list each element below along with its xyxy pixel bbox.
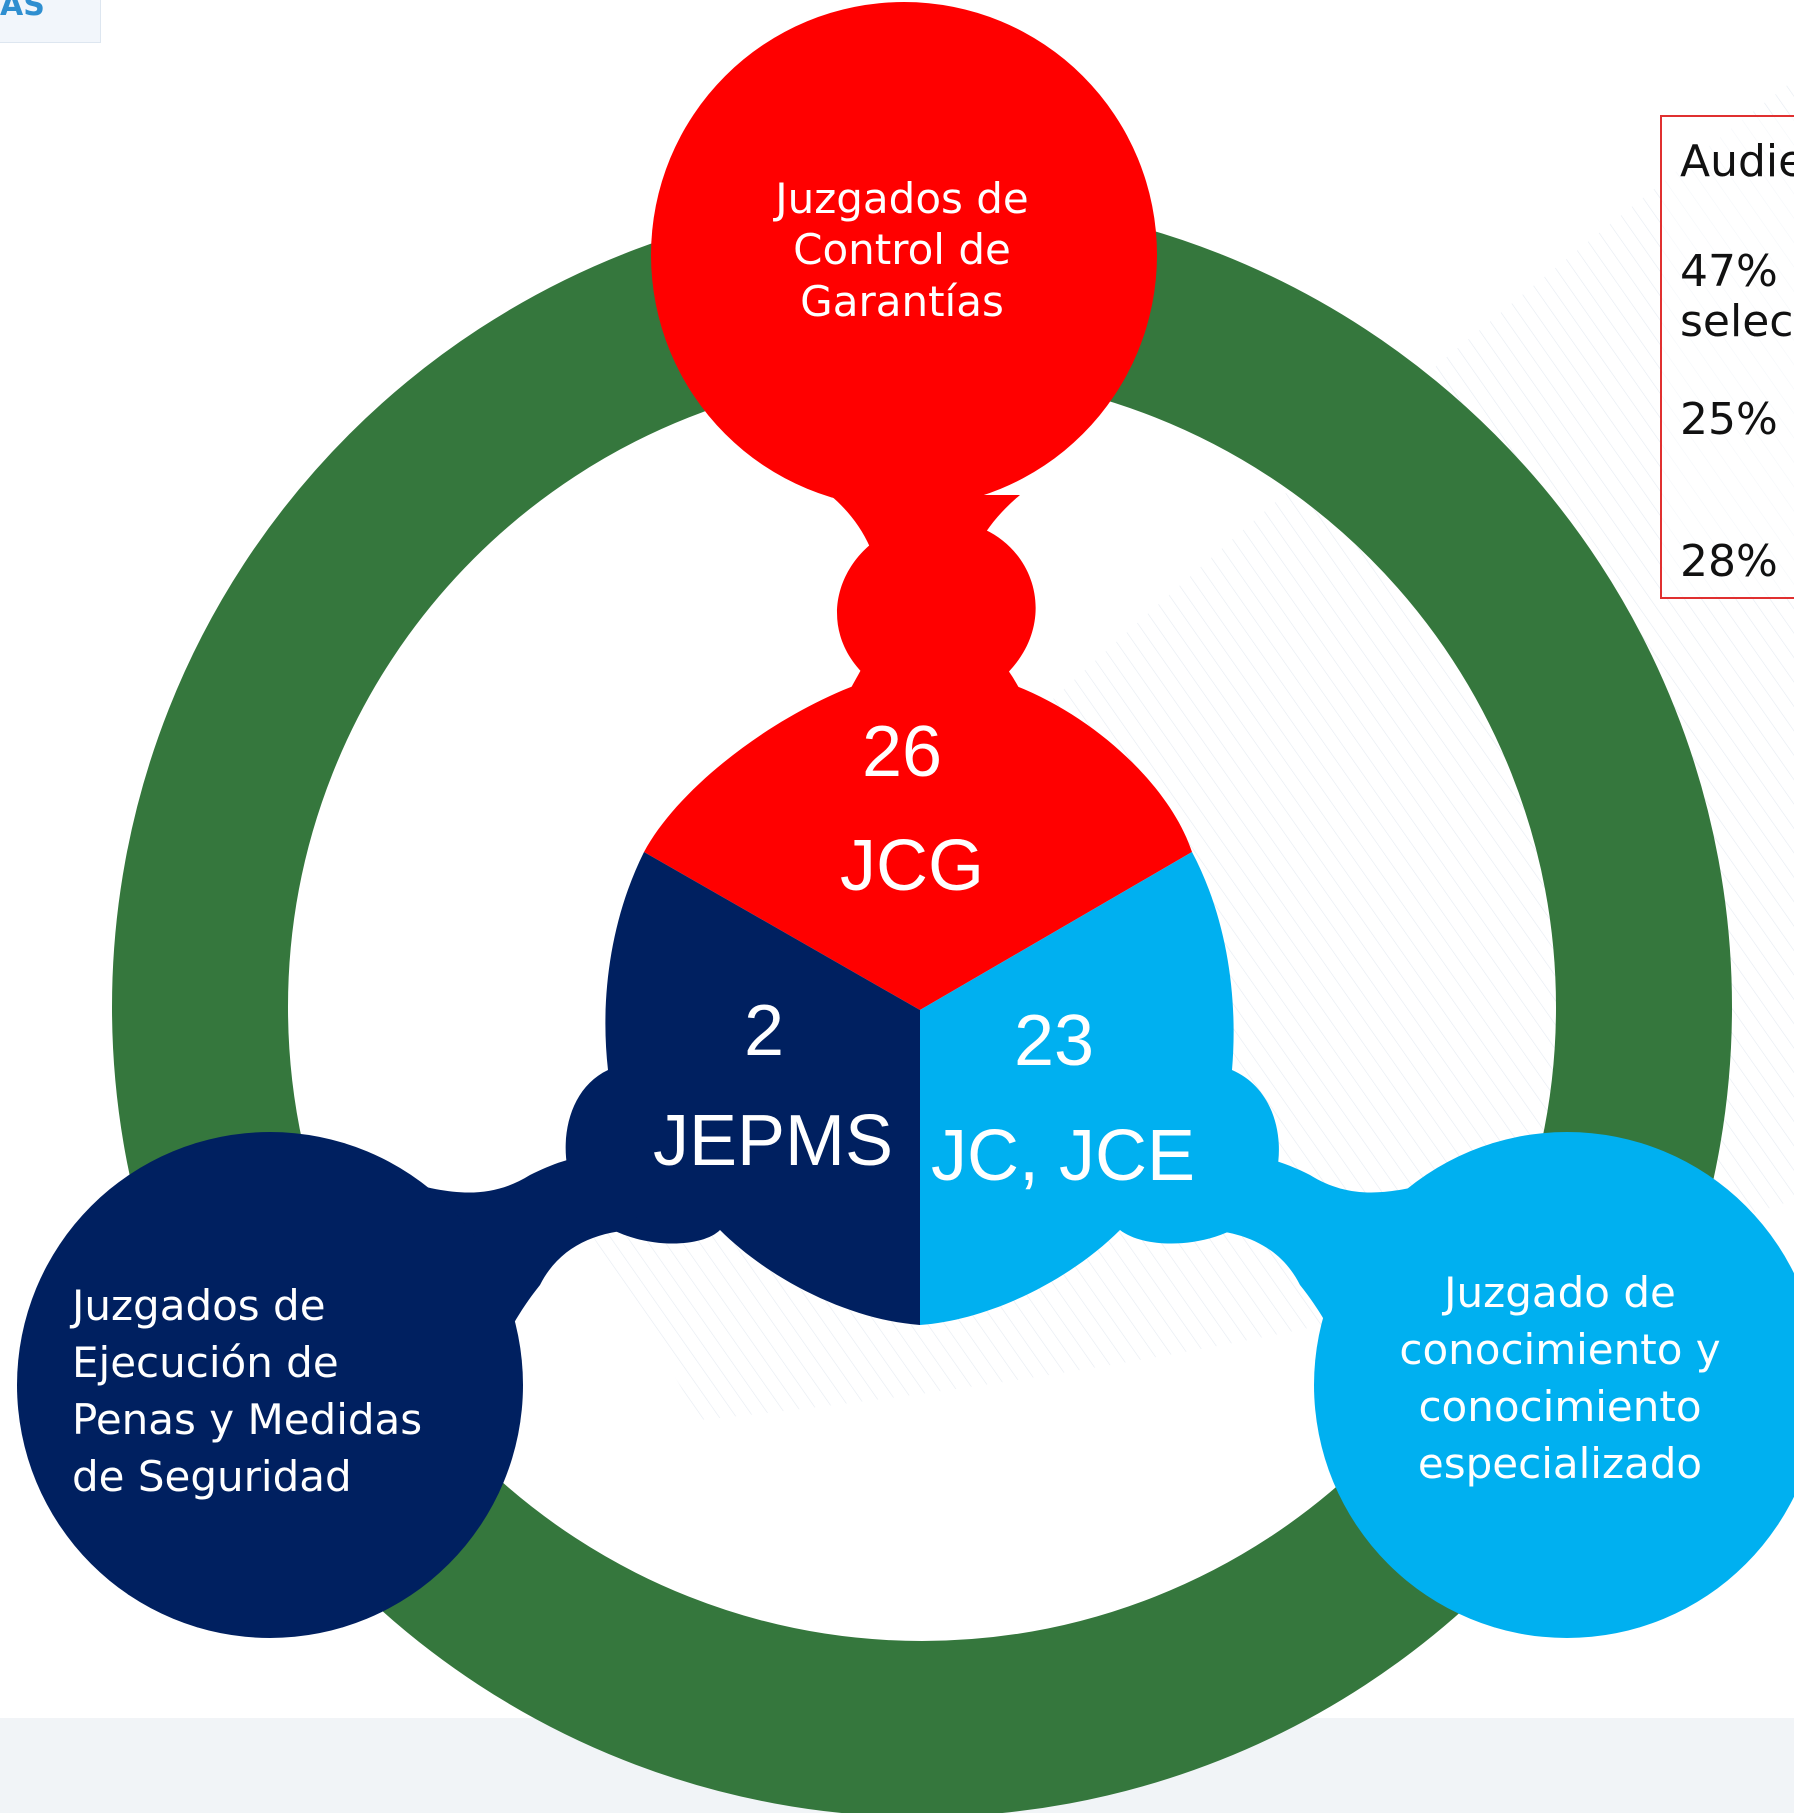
- sector-jcg: [644, 520, 1192, 1010]
- node-jc: [1314, 1132, 1794, 1638]
- jc-abbr: JC, JCE: [931, 1116, 1195, 1196]
- sector-jepms: [565, 852, 920, 1325]
- box-line-4: 25%: [1680, 394, 1778, 445]
- box-line-5: 28%: [1680, 536, 1778, 587]
- jcg-title-line-2: Control de: [793, 225, 1011, 274]
- logo-text: AS: [0, 0, 45, 23]
- jc-count: 23: [1014, 1001, 1094, 1081]
- jc-title-line-3: conocimiento: [1418, 1382, 1701, 1431]
- jepms-title-line-1: Juzgados de: [69, 1281, 326, 1330]
- jcg-abbr: JCG: [840, 826, 984, 906]
- audiences-box: Audie 47% selec 25% 28%: [1660, 115, 1794, 599]
- node-jepms: [17, 1132, 523, 1638]
- jc-title-line-2: conocimiento y: [1399, 1325, 1720, 1374]
- central-shape: [565, 520, 1279, 1325]
- jepms-count: 2: [744, 991, 784, 1071]
- logo: AS: [0, 0, 101, 43]
- box-line-2: 47%: [1680, 246, 1778, 297]
- jcg-title-line-3: Garantías: [800, 277, 1004, 326]
- jcg-count: 26: [862, 712, 942, 792]
- jepms-abbr: JEPMS: [653, 1101, 893, 1181]
- box-line-3: selec: [1680, 296, 1794, 347]
- connector-jcg: [830, 495, 1020, 690]
- jepms-title-line-3: Penas y Medidas: [72, 1395, 422, 1444]
- node-jcg: [651, 2, 1157, 508]
- sector-jc: [920, 852, 1279, 1325]
- connector-jc: [1200, 1155, 1440, 1340]
- jcg-title-line-1: Juzgados de: [772, 174, 1029, 223]
- connector-jepms: [400, 1155, 640, 1340]
- jc-title-line-4: especializado: [1418, 1439, 1702, 1488]
- box-line-1: Audie: [1680, 136, 1794, 187]
- jepms-title-line-2: Ejecución de: [72, 1338, 339, 1387]
- jc-title-line-1: Juzgado de: [1441, 1268, 1676, 1317]
- jepms-title-line-4: de Seguridad: [72, 1452, 352, 1501]
